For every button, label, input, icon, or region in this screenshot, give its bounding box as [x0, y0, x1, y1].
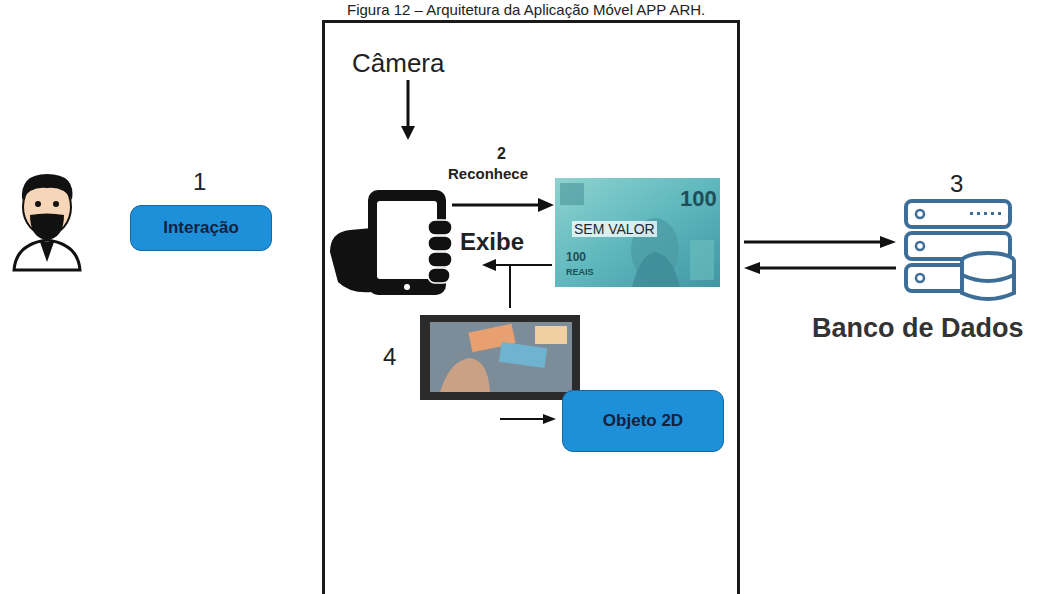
person-icon	[14, 174, 80, 270]
database-node: Banco de Dados	[900, 195, 1020, 305]
recognize-arrow	[452, 198, 554, 212]
banknote-text: 100	[566, 251, 586, 265]
step-label: Reconhece	[448, 165, 528, 182]
banknote-text: REAIS	[566, 267, 594, 277]
phone-frame: CâmeraObjeto 2D	[322, 20, 740, 594]
connector-arrow	[744, 262, 896, 274]
banknote-text: 100	[680, 186, 717, 211]
process-box: Interação	[130, 205, 272, 251]
step-label: Exibe	[460, 228, 524, 256]
callout-number: 3	[950, 170, 963, 198]
database-icon	[900, 195, 1020, 305]
box-label: Interação	[163, 218, 239, 238]
callout-number: 2	[497, 145, 506, 163]
phone-icon	[330, 190, 452, 295]
callout-number: 4	[383, 343, 396, 371]
figure-title: Figura 12 – Arquitetura da Aplicação Móv…	[347, 1, 705, 18]
display-arrow	[482, 259, 552, 308]
node-caption: Banco de Dados	[812, 313, 1024, 344]
object-arrow	[500, 414, 556, 424]
banknote	[555, 178, 720, 287]
connector-arrow	[744, 236, 896, 248]
camera-arrow	[401, 80, 415, 140]
banknote-text: SEM VALOR	[572, 221, 657, 237]
process-box: Objeto 2D	[562, 390, 724, 452]
box-label: Objeto 2D	[603, 411, 683, 431]
screenshot-photo	[420, 315, 580, 400]
callout-number: 1	[193, 168, 206, 196]
frame-heading: Câmera	[352, 48, 444, 79]
